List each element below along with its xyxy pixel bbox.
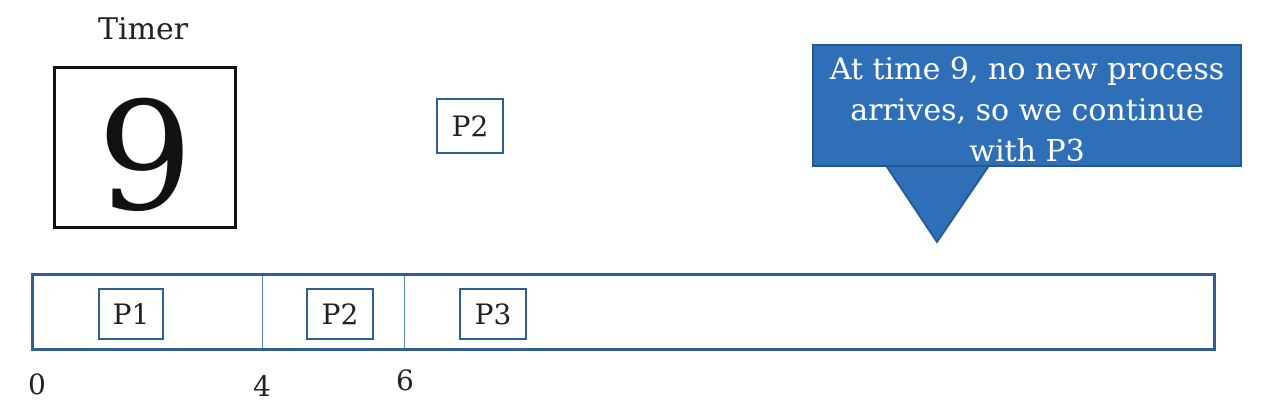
info-callout: At time 9, no new process arrives, so we…	[812, 44, 1242, 169]
callout-line-3: with P3	[969, 134, 1085, 169]
gantt-tick-0: 0	[28, 368, 46, 401]
timer-display: 9	[53, 66, 237, 229]
gantt-tick-6: 6	[396, 364, 414, 397]
callout-line-2: arrives, so we continue	[850, 93, 1204, 128]
gantt-tick-4: 4	[253, 370, 271, 403]
gantt-segment-p3: P3	[459, 288, 527, 340]
waiting-process-p2: P2	[436, 98, 504, 154]
gantt-divider-4	[262, 276, 263, 348]
gantt-segment-p1: P1	[98, 288, 164, 340]
callout-line-1: At time 9, no new process	[829, 52, 1225, 87]
gantt-segment-p2: P2	[306, 288, 374, 340]
callout-pointer-triangle	[883, 163, 992, 244]
gantt-divider-6	[404, 276, 405, 348]
timer-label: Timer	[98, 12, 189, 47]
gantt-timeline: P1 P2 P3	[31, 273, 1216, 351]
timer-value: 9	[97, 70, 193, 229]
